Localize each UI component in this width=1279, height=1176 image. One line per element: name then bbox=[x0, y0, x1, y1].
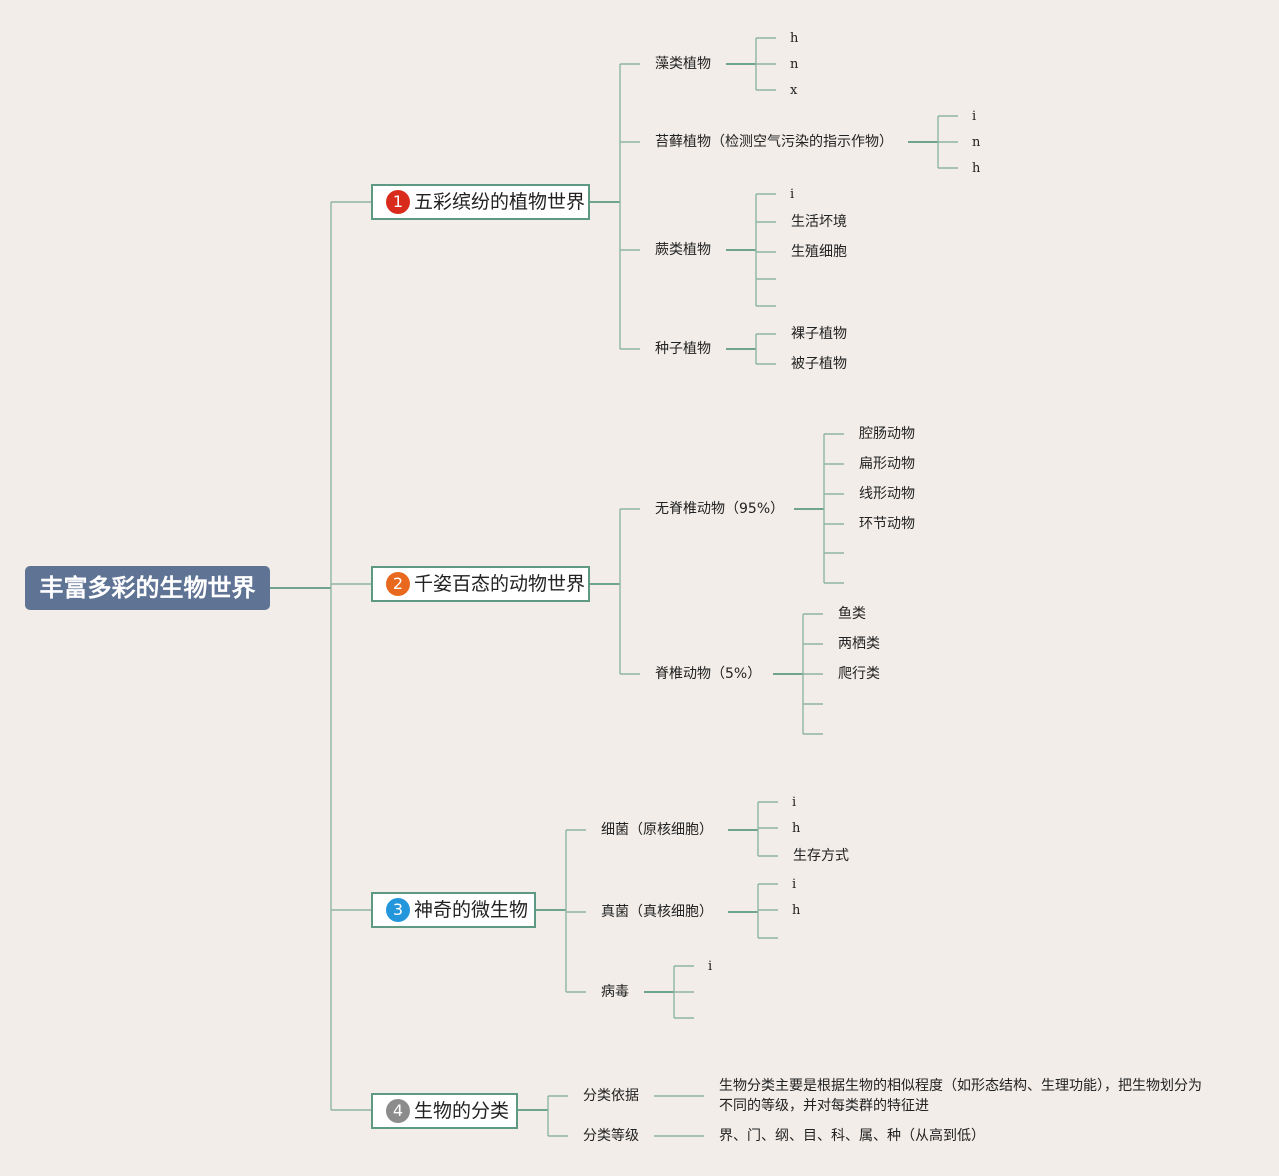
leaf[interactable]: i bbox=[972, 109, 977, 124]
subtopic-classification-levels[interactable]: 分类等级 bbox=[583, 1128, 639, 1144]
branch-label: 五彩缤纷的植物世界 bbox=[414, 191, 586, 213]
subtopic-seed-plants[interactable]: 种子植物 bbox=[655, 341, 711, 357]
leaf[interactable]: 生存方式 bbox=[793, 848, 849, 864]
branch-label: 生物的分类 bbox=[414, 1100, 510, 1122]
leaf[interactable]: i bbox=[792, 795, 797, 810]
root-topic[interactable]: 丰富多彩的生物世界 bbox=[25, 566, 270, 610]
subtopic-moss[interactable]: 苔藓植物（检测空气污染的指示作物） bbox=[655, 134, 893, 150]
subtopic-invertebrates[interactable]: 无脊椎动物（95%） bbox=[655, 501, 785, 517]
leaf[interactable]: h bbox=[972, 161, 981, 176]
branch-plants[interactable]: 1 五彩缤纷的植物世界 bbox=[371, 184, 590, 220]
subtopic-fungi[interactable]: 真菌（真核细胞） bbox=[601, 904, 713, 920]
subtopic-bacteria[interactable]: 细菌（原核细胞） bbox=[601, 822, 713, 838]
leaf[interactable]: h bbox=[792, 821, 801, 836]
branch-label: 千姿百态的动物世界 bbox=[414, 573, 586, 595]
leaf[interactable]: h bbox=[790, 31, 799, 46]
subtopic-algae[interactable]: 藻类植物 bbox=[655, 56, 711, 72]
leaf[interactable]: i bbox=[708, 959, 713, 974]
branch-classification[interactable]: 4 生物的分类 bbox=[371, 1093, 518, 1129]
leaf[interactable]: n bbox=[972, 135, 981, 150]
branch-microbes[interactable]: 3 神奇的微生物 bbox=[371, 892, 536, 928]
number-badge-4: 4 bbox=[386, 1099, 410, 1123]
number-badge-2: 2 bbox=[386, 572, 410, 596]
leaf[interactable]: 扁形动物 bbox=[859, 456, 915, 472]
leaf[interactable]: 线形动物 bbox=[859, 486, 915, 502]
note-classification-levels[interactable]: 界、门、纲、目、科、属、种（从高到低） bbox=[719, 1128, 985, 1144]
leaf[interactable]: 生殖细胞 bbox=[791, 244, 847, 260]
subtopic-vertebrates[interactable]: 脊椎动物（5%） bbox=[655, 666, 762, 682]
leaf[interactable]: 鱼类 bbox=[838, 606, 866, 622]
branch-animals[interactable]: 2 千姿百态的动物世界 bbox=[371, 566, 590, 602]
leaf[interactable]: 被子植物 bbox=[791, 356, 847, 372]
subtopic-virus[interactable]: 病毒 bbox=[601, 984, 629, 1000]
leaf[interactable]: h bbox=[792, 903, 801, 918]
number-badge-1: 1 bbox=[386, 190, 410, 214]
leaf[interactable]: x bbox=[790, 83, 798, 98]
number-badge-3: 3 bbox=[386, 898, 410, 922]
leaf[interactable]: n bbox=[790, 57, 799, 72]
subtopic-classification-basis[interactable]: 分类依据 bbox=[583, 1088, 639, 1104]
leaf[interactable]: i bbox=[792, 877, 797, 892]
leaf[interactable]: i bbox=[790, 187, 795, 202]
leaf[interactable]: 环节动物 bbox=[859, 516, 915, 532]
subtopic-fern[interactable]: 蕨类植物 bbox=[655, 242, 711, 258]
leaf[interactable]: 两栖类 bbox=[838, 636, 880, 652]
leaf[interactable]: 生活坏境 bbox=[791, 214, 847, 230]
leaf[interactable]: 腔肠动物 bbox=[859, 426, 915, 442]
note-classification-basis[interactable]: 生物分类主要是根据生物的相似程度（如形态结构、生理功能），把生物划分为不同的等级… bbox=[719, 1078, 1202, 1114]
leaf[interactable]: 裸子植物 bbox=[791, 326, 847, 342]
branch-label: 神奇的微生物 bbox=[414, 899, 529, 921]
leaf[interactable]: 爬行类 bbox=[838, 666, 880, 682]
